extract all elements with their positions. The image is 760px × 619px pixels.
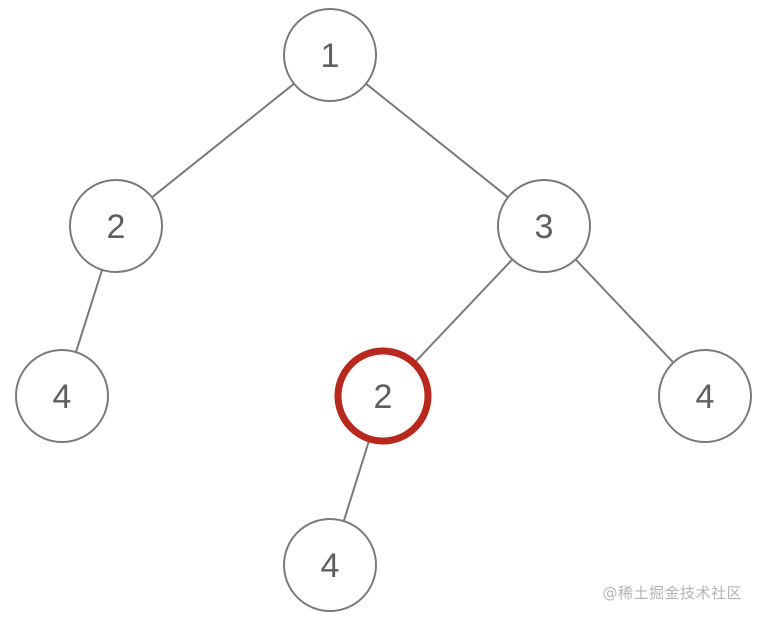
node-circle — [283, 518, 377, 612]
node-label: 4 — [53, 378, 72, 416]
node-label: 3 — [535, 208, 554, 246]
nodes-layer: 1 2 3 4 2 4 4 — [15, 8, 752, 612]
node-circle — [283, 8, 377, 102]
tree-node-n3: 3 — [497, 179, 591, 273]
tree-edge-n3-n4b — [574, 258, 675, 364]
node-label: 1 — [321, 37, 340, 75]
node-label: 4 — [696, 378, 715, 416]
node-circle — [15, 349, 109, 443]
tree-node-n2: 2 — [69, 179, 163, 273]
tree-edge-n1-n3 — [365, 82, 509, 199]
tree-node-n4b: 4 — [658, 349, 752, 443]
tree-node-n4c: 4 — [283, 518, 377, 612]
node-circle — [497, 179, 591, 273]
edges-layer — [74, 82, 675, 522]
node-label: 2 — [107, 208, 126, 246]
watermark-text: @稀土掘金技术社区 — [602, 584, 742, 602]
highlighted-node-circle — [334, 347, 432, 445]
tree-node-n4a: 4 — [15, 349, 109, 443]
tree-node-n2b: 2 — [334, 347, 432, 445]
tree-edge-n2b-n4c — [342, 439, 371, 522]
tree-edge-n1-n2 — [151, 82, 295, 199]
node-label: 2 — [374, 378, 393, 416]
tree-node-n1: 1 — [283, 8, 377, 102]
tree-edge-n2-n4a — [74, 269, 104, 353]
node-label: 4 — [321, 547, 340, 585]
tree-edge-n3-n2b — [413, 258, 514, 364]
node-circle — [69, 179, 163, 273]
node-circle — [658, 349, 752, 443]
